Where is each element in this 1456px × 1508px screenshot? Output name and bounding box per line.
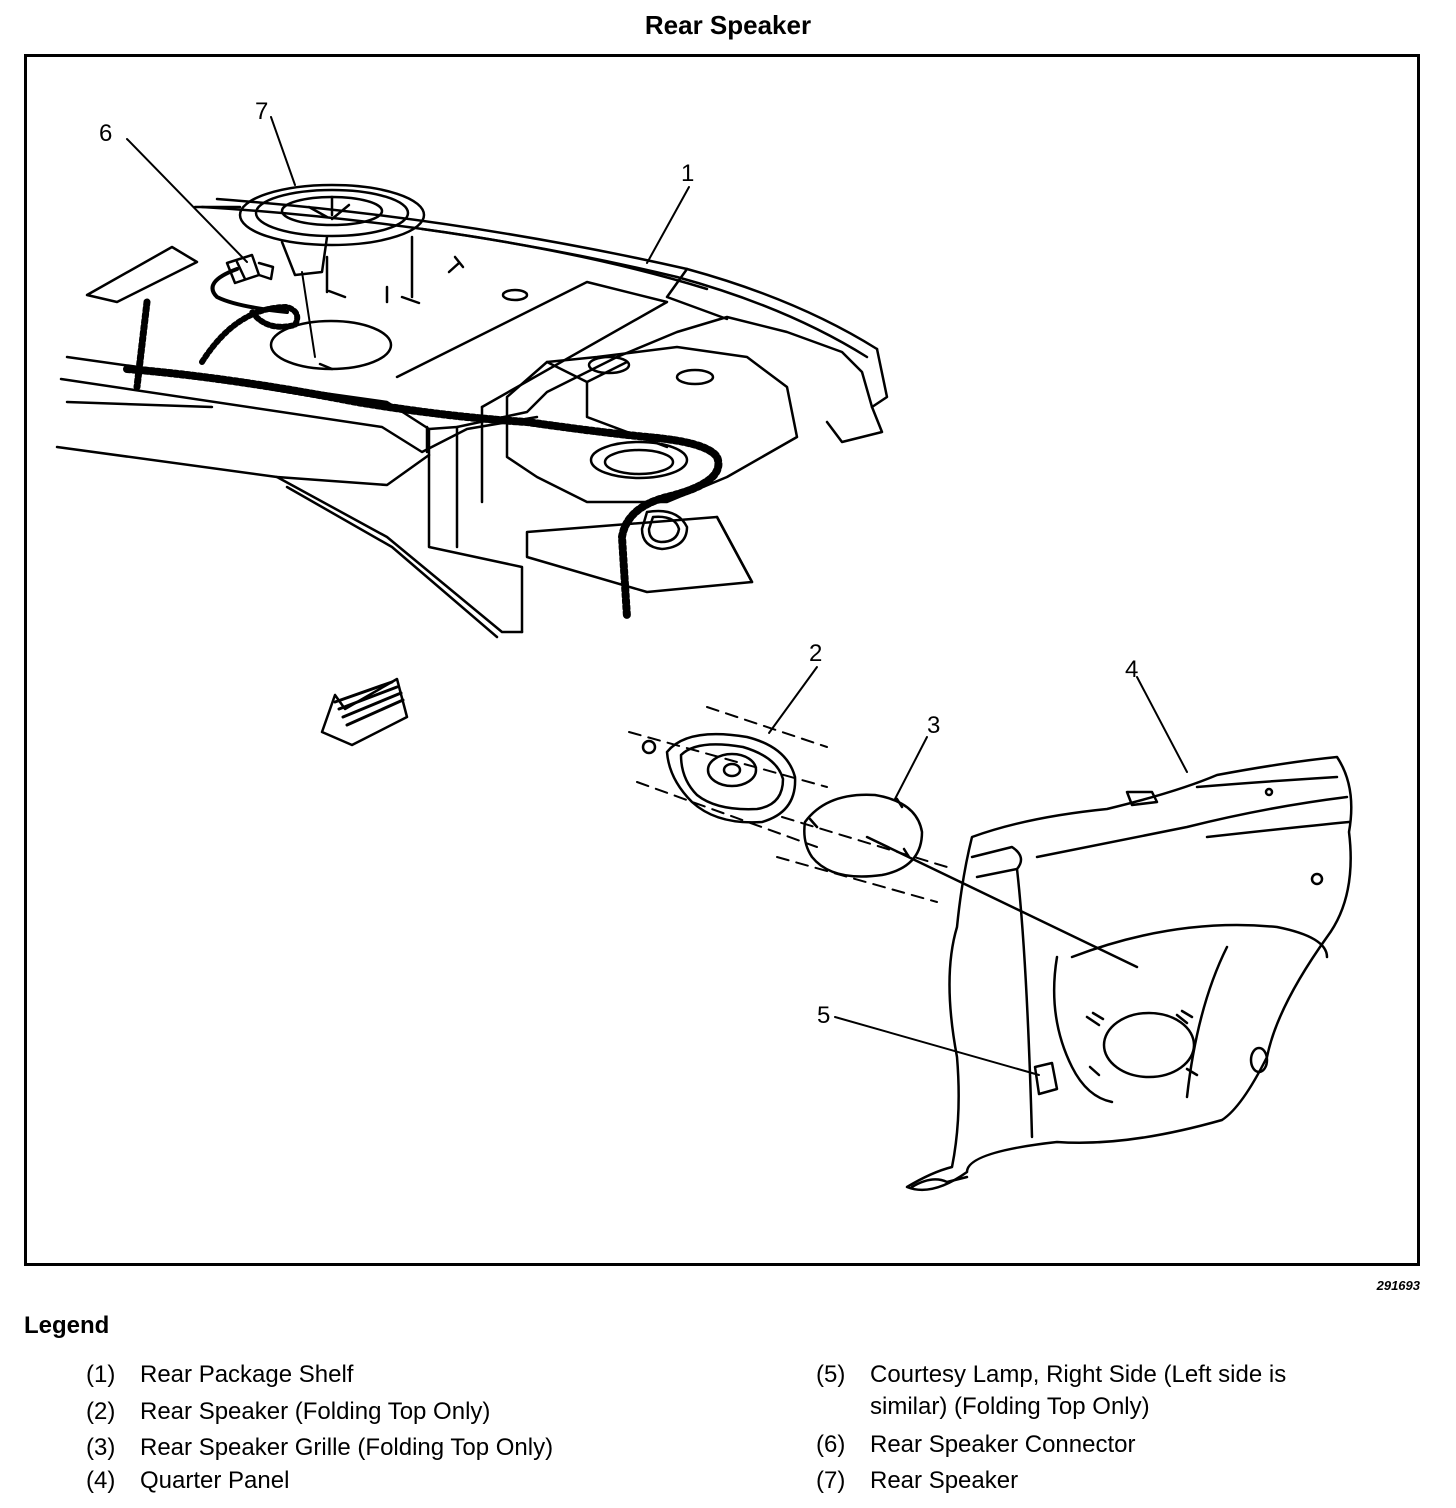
legend-item-number: (2) (86, 1398, 116, 1425)
legend-item-2: (2) Rear Speaker (Folding Top Only) (86, 1397, 726, 1427)
legend-item-number: (7) (816, 1467, 846, 1494)
legend-item-text: Rear Speaker (Folding Top Only) (140, 1398, 491, 1425)
legend-item-text: Quarter Panel (140, 1467, 290, 1494)
diagram-frame: 1 2 3 4 5 6 7 (24, 54, 1420, 1266)
callout-5: 5 (817, 1002, 830, 1029)
callout-3: 3 (927, 712, 940, 739)
legend-item-text: Rear Package Shelf (140, 1361, 354, 1388)
legend-item-number: (5) (816, 1361, 846, 1388)
legend-item-text: Rear Speaker (870, 1467, 1019, 1494)
callout-7: 7 (255, 98, 268, 125)
figure-id: 291693 (1376, 1278, 1420, 1293)
legend-item-number: (3) (86, 1434, 116, 1461)
legend-item-number: (6) (816, 1431, 846, 1458)
legend-item-1: (1) Rear Package Shelf (86, 1360, 726, 1390)
legend-item-number: (1) (86, 1361, 116, 1388)
page-title: Rear Speaker (644, 10, 812, 40)
legend-item-text: Rear Speaker Grille (Folding Top Only) (140, 1434, 554, 1461)
callout-6: 6 (99, 120, 112, 147)
rear-speaker-drawing (628, 706, 828, 848)
legend-title: Legend (24, 1312, 110, 1339)
speaker-grille-drawing (776, 793, 1139, 969)
legend-item-text: Rear Speaker Connector (870, 1431, 1136, 1458)
legend-item-4: (4) Quarter Panel (86, 1466, 726, 1496)
legend-item-text: Courtesy Lamp, Right Side (Left side is (870, 1361, 1287, 1388)
legend-item-text-continued: similar) (Folding Top Only) (870, 1393, 1150, 1420)
exploded-view-drawing: 1 2 3 4 5 6 7 (55, 98, 1353, 1192)
legend-item-7: (7) Rear Speaker (816, 1466, 1426, 1496)
front-direction-arrow (320, 677, 409, 747)
rear-package-shelf-drawing (55, 197, 889, 639)
legend-item-5: (5) Courtesy Lamp, Right Side (Left side… (816, 1360, 1426, 1424)
legend-item-3: (3) Rear Speaker Grille (Folding Top Onl… (86, 1433, 726, 1463)
legend-item-number: (4) (86, 1467, 116, 1494)
callout-leaders (126, 116, 1188, 1076)
callout-2: 2 (809, 640, 822, 667)
shelf-speaker-drawing (193, 183, 426, 277)
legend-item-6: (6) Rear Speaker Connector (816, 1430, 1426, 1460)
callout-1: 1 (681, 160, 694, 187)
quarter-panel-drawing (905, 755, 1353, 1192)
callout-4: 4 (1125, 656, 1138, 683)
